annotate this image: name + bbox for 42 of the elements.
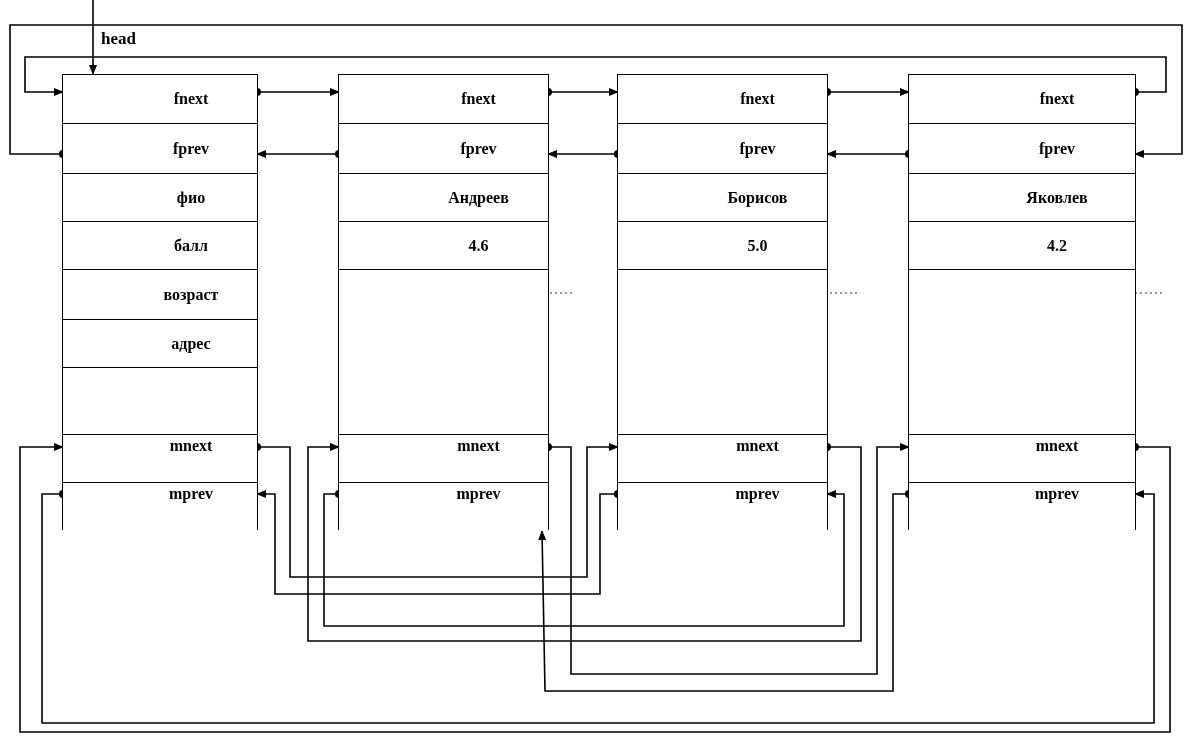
field-text: фио [176,188,206,207]
field-text: fnext [461,90,496,108]
field-text: fprev [172,139,210,158]
edge-label: head [101,30,136,48]
field-text: балл [173,236,209,255]
field-text: mnext [736,437,779,455]
field-text: 4.6 [468,236,489,255]
pointer-arrow [41,490,1155,724]
record-box [338,74,549,530]
field-text: fnext [1039,90,1075,108]
field-row [63,482,257,531]
field-text: mprev [735,485,780,503]
pointer-arrow [19,443,1171,733]
field-text: Яковлев [1026,188,1088,207]
field-row [339,482,548,531]
pointer-arrow [89,0,97,75]
field-row [909,482,1135,531]
pointer-arrow [307,443,862,642]
field-text: fprev [460,139,497,158]
field-text: fprev [1038,139,1076,158]
pointer-arrow [9,24,1183,158]
record-box [908,74,1136,530]
field-text: mprev [168,485,214,503]
record-box [617,74,828,530]
field-text: fnext [740,90,775,108]
pointer-arrow [323,490,845,627]
field-text: возраст [163,285,219,304]
field-text: 4.2 [1047,236,1067,255]
field-row [618,482,827,531]
field-text: mnext [457,437,500,455]
field-text: fprev [739,139,776,158]
field-text: mprev [1034,485,1080,503]
field-text: 5.0 [747,236,768,255]
field-text: Борисов [727,188,788,207]
field-text: mnext [1035,437,1079,455]
field-text: Андреев [448,188,509,207]
record-box [62,74,258,530]
field-text: fnext [173,90,209,108]
field-text: адрес [171,334,211,353]
field-text: mnext [169,437,213,455]
field-text: mprev [456,485,501,503]
pointer-arrow [24,56,1167,96]
